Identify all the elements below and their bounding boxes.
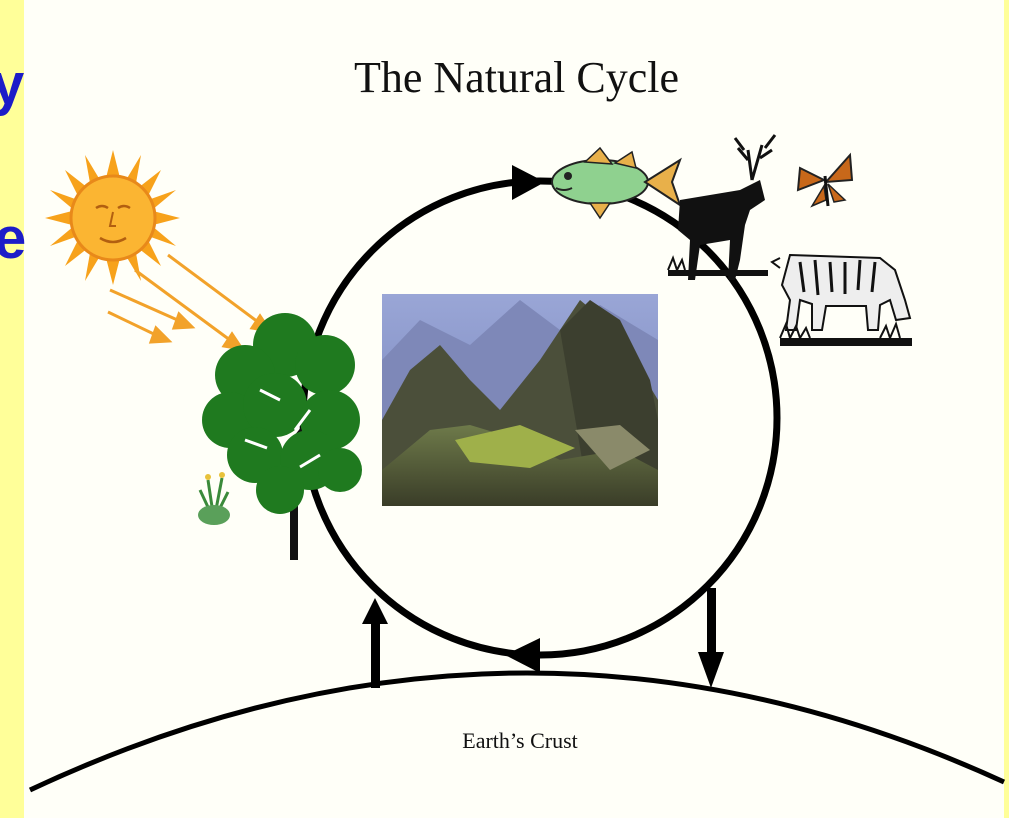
mountain-ruins-photo — [382, 294, 658, 506]
diagram-title: The Natural Cycle — [0, 52, 1009, 103]
earth-crust-label: Earth’s Crust — [400, 728, 640, 754]
edge-text-middle: e — [0, 210, 26, 268]
